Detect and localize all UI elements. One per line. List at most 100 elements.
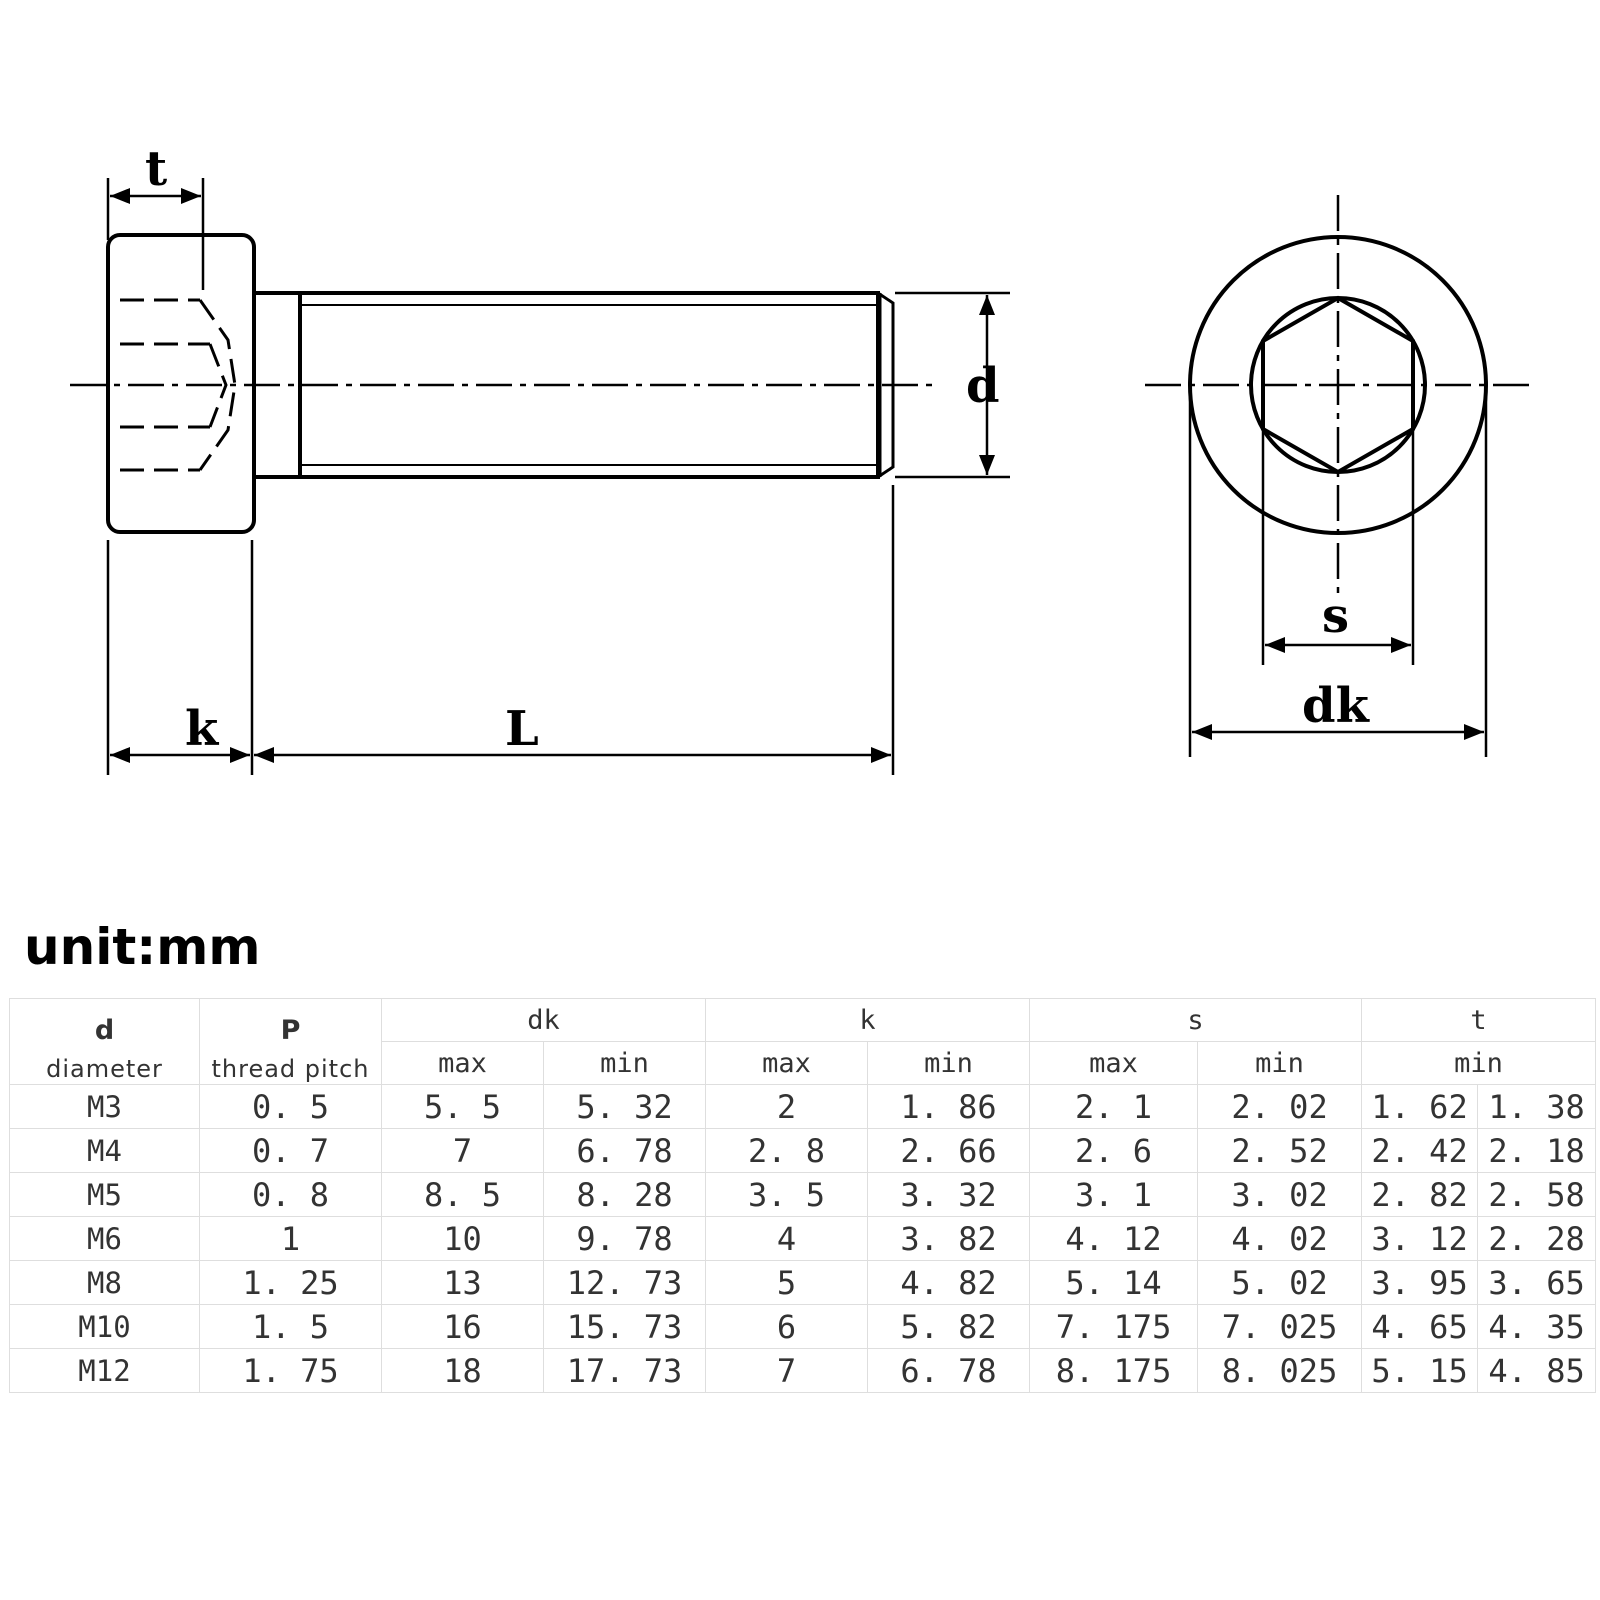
cell-s-max: 4. 12 — [1029, 1216, 1199, 1261]
side-view — [70, 233, 935, 534]
cell-t-min-b: 3. 65 — [1477, 1260, 1597, 1305]
cell-dk-max: 8. 5 — [381, 1172, 544, 1217]
cell-s-max: 7. 175 — [1029, 1304, 1199, 1349]
cell-k-min: 4. 82 — [867, 1260, 1031, 1305]
cell-t-min-a: 2. 42 — [1361, 1128, 1479, 1173]
cell-k-min: 5. 82 — [867, 1304, 1031, 1349]
cell-dk-min: 15. 73 — [542, 1304, 707, 1349]
cell-k-min: 6. 78 — [867, 1348, 1031, 1393]
header-s-max: max — [1029, 1041, 1199, 1085]
cell-k-min: 3. 32 — [867, 1172, 1031, 1217]
side-dimensions — [106, 178, 1010, 775]
label-d: d — [966, 358, 1000, 414]
cell-s-max: 2. 6 — [1029, 1128, 1199, 1173]
header-dk: dk — [380, 998, 707, 1042]
cell-k-max: 2 — [705, 1084, 869, 1129]
header-p-symbol: P — [280, 1015, 301, 1046]
cell-dk-max: 13 — [381, 1260, 544, 1305]
cell-s-max: 8. 175 — [1029, 1348, 1199, 1393]
unit-label: unit:mm — [24, 918, 261, 976]
cell-t-min-a: 2. 82 — [1361, 1172, 1479, 1217]
header-s-min: min — [1197, 1041, 1363, 1085]
cell-size: M3 — [9, 1084, 200, 1129]
header-p-desc: thread pitch — [211, 1055, 370, 1083]
label-s: s — [1322, 588, 1349, 644]
cell-dk-min: 5. 32 — [542, 1084, 707, 1129]
label-k: k — [185, 701, 220, 757]
cell-size: M4 — [9, 1128, 200, 1173]
cell-t-min-a: 3. 95 — [1361, 1260, 1479, 1305]
cell-s-max: 5. 14 — [1029, 1260, 1199, 1305]
cell-t-min-b: 4. 85 — [1477, 1348, 1597, 1393]
cell-k-max: 4 — [705, 1216, 869, 1261]
cell-size: M8 — [9, 1260, 200, 1305]
header-row-groups: d diameter P thread pitch dk k s t — [9, 998, 1597, 1085]
cell-k-max: 3. 5 — [705, 1172, 869, 1217]
cell-pitch: 0. 7 — [199, 1128, 382, 1173]
cell-size: M10 — [9, 1304, 200, 1349]
cell-s-max: 2. 1 — [1029, 1084, 1199, 1129]
cell-s-min: 2. 02 — [1197, 1084, 1363, 1129]
cell-k-max: 2. 8 — [705, 1128, 869, 1173]
header-p: P thread pitch — [199, 998, 382, 1085]
hidden-socket-lines — [120, 298, 237, 472]
cell-dk-max: 18 — [381, 1348, 544, 1393]
cell-k-min: 3. 82 — [867, 1216, 1031, 1261]
end-dimensions — [1188, 385, 1488, 757]
cell-dk-min: 8. 28 — [542, 1172, 707, 1217]
hex-socket — [1261, 295, 1415, 475]
cell-t-min-a: 5. 15 — [1361, 1348, 1479, 1393]
cell-t-min-b: 2. 18 — [1477, 1128, 1597, 1173]
cell-size: M12 — [9, 1348, 200, 1393]
screw-head — [106, 233, 256, 534]
label-dk: dk — [1302, 678, 1371, 734]
cell-dk-max: 16 — [381, 1304, 544, 1349]
header-d: d diameter — [9, 998, 200, 1085]
cell-dk-max: 10 — [381, 1216, 544, 1261]
cell-t-min-b: 2. 28 — [1477, 1216, 1597, 1261]
cell-dk-min: 12. 73 — [542, 1260, 707, 1305]
cell-dk-min: 17. 73 — [542, 1348, 707, 1393]
header-k: k — [705, 998, 1031, 1042]
screw-technical-drawing: t d k L s dk — [70, 141, 1530, 775]
header-d-symbol: d — [94, 1015, 115, 1046]
cell-t-min-a: 4. 65 — [1361, 1304, 1479, 1349]
cell-size: M6 — [9, 1216, 200, 1261]
header-d-desc: diameter — [46, 1055, 163, 1083]
cell-pitch: 1 — [199, 1216, 382, 1261]
screw-shank — [298, 291, 880, 479]
header-t-min: min — [1361, 1041, 1597, 1085]
cell-s-min: 4. 02 — [1197, 1216, 1363, 1261]
cell-size: M5 — [9, 1172, 200, 1217]
cell-t-min-b: 1. 38 — [1477, 1084, 1597, 1129]
cell-pitch: 0. 8 — [199, 1172, 382, 1217]
cell-dk-min: 6. 78 — [542, 1128, 707, 1173]
cell-dk-min: 9. 78 — [542, 1216, 707, 1261]
header-k-max: max — [705, 1041, 869, 1085]
cell-s-min: 7. 025 — [1197, 1304, 1363, 1349]
dimension-spec-table: d diameter P thread pitch dk k s t max m… — [9, 998, 1597, 1393]
header-k-min: min — [867, 1041, 1031, 1085]
cell-t-min-b: 4. 35 — [1477, 1304, 1597, 1349]
header-s: s — [1029, 998, 1363, 1042]
cell-t-min-a: 1. 62 — [1361, 1084, 1479, 1129]
cell-k-max: 5 — [705, 1260, 869, 1305]
header-dk-max: max — [381, 1041, 544, 1085]
cell-s-min: 8. 025 — [1197, 1348, 1363, 1393]
cell-k-max: 7 — [705, 1348, 869, 1393]
cell-dk-max: 5. 5 — [381, 1084, 544, 1129]
cell-s-max: 3. 1 — [1029, 1172, 1199, 1217]
cell-s-min: 3. 02 — [1197, 1172, 1363, 1217]
header-row-subs: max min max min max min min — [10, 1041, 1597, 1085]
label-L: L — [505, 701, 539, 757]
cell-pitch: 1. 75 — [199, 1348, 382, 1393]
cell-pitch: 1. 25 — [199, 1260, 382, 1305]
cell-k-min: 1. 86 — [867, 1084, 1031, 1129]
